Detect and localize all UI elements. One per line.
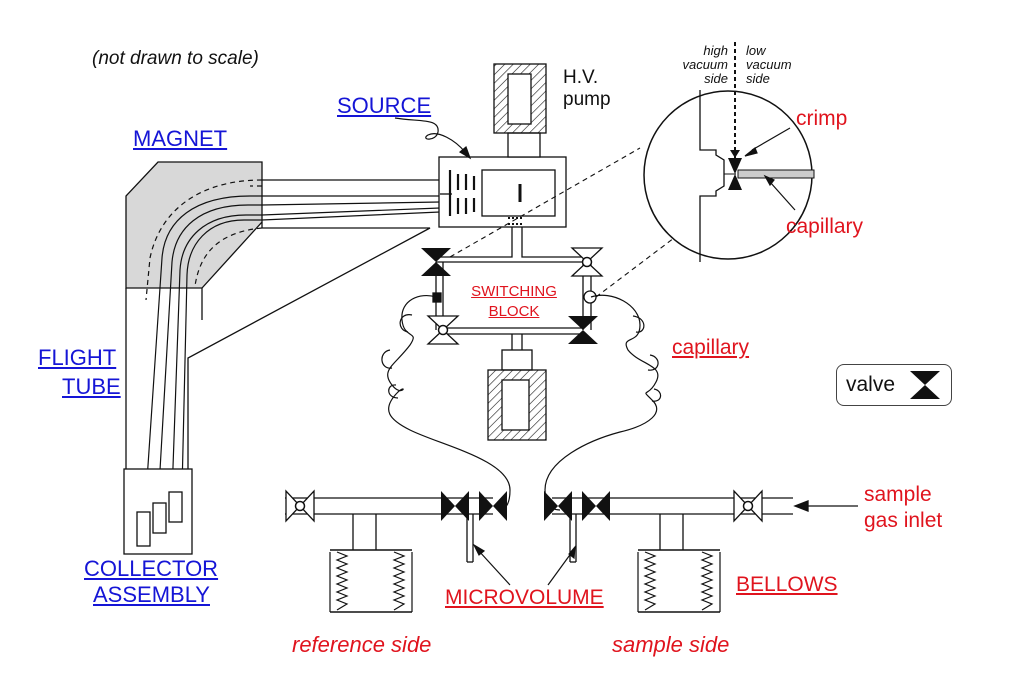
valve-legend-icon (910, 371, 940, 399)
bellows-reference (329, 549, 413, 613)
switching-block-label-line2: BLOCK (488, 303, 540, 320)
ion-beam-dashed (145, 179, 263, 301)
high-vacuum-line1: high (703, 43, 728, 58)
inlet-valve-ref-2 (479, 491, 507, 521)
sample-gas-label-line1: sample (864, 483, 932, 506)
inset-pointers (744, 127, 796, 211)
hv-pump-label-line1: H.V. (563, 67, 599, 88)
source-label: SOURCE (337, 93, 432, 118)
collector-label-line2: ASSEMBLY (93, 582, 210, 607)
capillary-label: capillary (672, 336, 750, 359)
low-vacuum-line1: low (746, 43, 766, 58)
hv-pump (493, 63, 547, 158)
capillary-right (544, 294, 662, 511)
collector-label-line1: COLLECTOR (84, 556, 219, 581)
sample-side-label: sample side (612, 632, 730, 657)
capillary-inset-label: capillary (786, 215, 864, 238)
sample-gas-arrow (793, 500, 858, 512)
inlet-valve-sam-2 (582, 491, 610, 521)
inlet-valve-left-open (285, 490, 315, 522)
ion-beam-paths (144, 195, 441, 511)
capillary-left (381, 295, 511, 511)
flight-tube (125, 179, 440, 470)
inlet-manifold (285, 497, 793, 563)
inlet-valve-sam-1 (544, 491, 572, 521)
flight-tube-label-line2: TUBE (62, 374, 121, 399)
capillary-junctions (432, 290, 597, 304)
microvolume-label: MICROVOLUME (445, 586, 604, 609)
flight-tube-label-line1: FLIGHT (38, 345, 117, 370)
crimp-label: crimp (796, 107, 848, 130)
valve-legend-label: valve (846, 373, 896, 396)
collector-assembly (123, 468, 193, 555)
switching-block-label-line1: SWITCHING (471, 283, 557, 300)
bellows-label: BELLOWS (736, 573, 838, 596)
high-vacuum-line3: side (704, 71, 728, 86)
source-pointer (394, 117, 472, 160)
switching-valve-bottom-right (568, 316, 598, 344)
scale-note: (not drawn to scale) (92, 48, 259, 69)
crimp-inset (643, 42, 815, 262)
sample-gas-label-line2: gas inlet (864, 509, 943, 532)
lower-pump (487, 349, 547, 441)
magnet-label: MAGNET (133, 126, 228, 151)
reference-side-label: reference side (292, 632, 432, 657)
source-slits (440, 170, 476, 216)
low-vacuum-line2: vacuum (746, 57, 792, 72)
source-inlet-tube (436, 227, 583, 258)
switching-valve-bottom-left (427, 315, 459, 345)
bellows-sample (637, 549, 721, 613)
low-vacuum-line3: side (746, 71, 770, 86)
zoom-lines (449, 147, 683, 298)
source-housing (438, 156, 567, 228)
inlet-valve-right-open (733, 490, 763, 522)
microvolume-pointers (472, 543, 576, 586)
inlet-valve-ref-1 (441, 491, 469, 521)
hv-pump-label-line2: pump (563, 89, 611, 110)
high-vacuum-line2: vacuum (682, 57, 728, 72)
